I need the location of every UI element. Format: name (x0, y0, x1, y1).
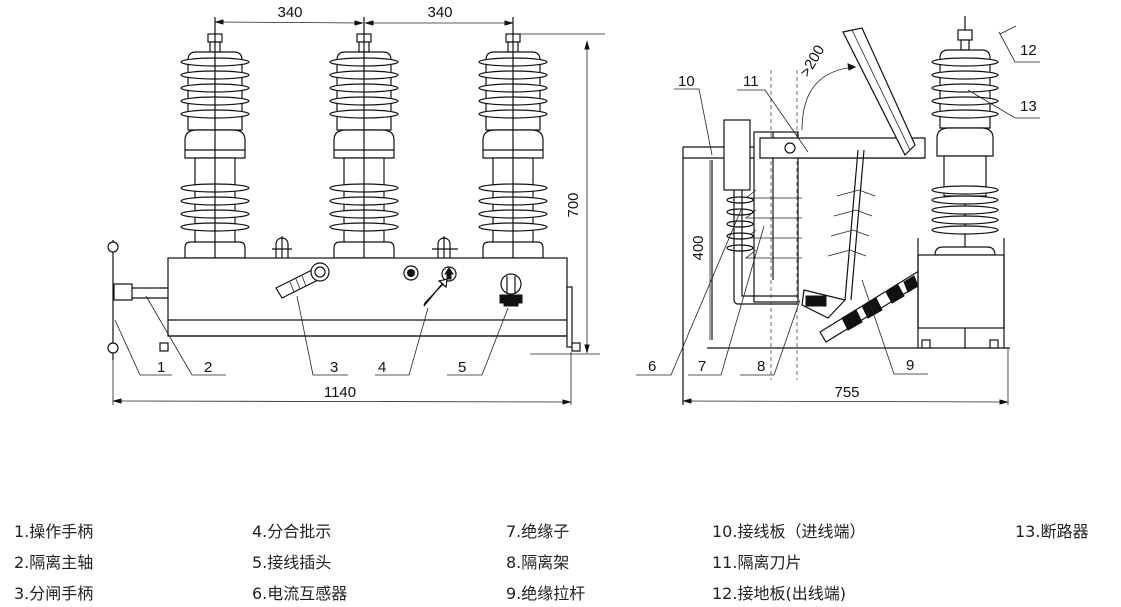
dim-depth: 755 (834, 384, 859, 401)
breaker-pole (917, 16, 1017, 349)
insulator-7 (744, 131, 802, 303)
legend-item-13: 13.断路器 (1015, 522, 1089, 541)
callout-9: 9 (906, 357, 914, 374)
legend-item-10: 10.接线板（进线端） (712, 522, 866, 541)
insulating-rod (827, 149, 876, 301)
legend-item-8: 8.隔离架 (506, 553, 570, 572)
dim-clearance: >200 (797, 42, 829, 80)
legend-item-9: 9.绝缘拉杆 (506, 584, 586, 603)
trip-handle (275, 262, 330, 299)
callout-7: 7 (698, 358, 706, 375)
legend-item-6: 6.电流互感器 (252, 584, 348, 603)
front-view: 340 340 700 (107, 4, 605, 405)
callout-8: 8 (757, 358, 765, 375)
callout-11: 11 (743, 73, 759, 90)
callout-5: 5 (458, 359, 466, 376)
pole (180, 17, 548, 265)
callout-10: 10 (678, 73, 695, 90)
isolating-blade-open (842, 27, 916, 157)
callout-13: 13 (1020, 98, 1037, 115)
incoming-terminal-board (723, 119, 751, 191)
pole-2 (329, 17, 399, 265)
callout-1: 1 (157, 359, 165, 376)
pole-3 (478, 17, 548, 265)
side-view: >200 (636, 16, 1040, 405)
current-transformer (726, 190, 798, 305)
dim-line-340-left (215, 21, 363, 24)
callout-6: 6 (648, 358, 656, 375)
legend-item-2: 2.隔离主轴 (14, 553, 94, 572)
legend-item-11: 11.隔离刀片 (712, 553, 802, 572)
dim-phase-spacing-right: 340 (427, 4, 452, 21)
dim-height: 700 (565, 192, 582, 217)
callout-3: 3 (330, 359, 338, 376)
dim-line-depth (683, 400, 1008, 403)
legend-item-1: 1.操作手柄 (14, 522, 94, 541)
callout-12: 12 (1020, 42, 1037, 59)
pole-1 (180, 17, 250, 265)
dim-side-height: 400 (690, 235, 707, 260)
legend-item-5: 5.接线插头 (252, 553, 332, 572)
callout-2: 2 (204, 359, 212, 376)
legend-item-3: 3.分闸手柄 (14, 584, 94, 603)
legend-item-7: 7.绝缘子 (506, 522, 570, 541)
legend-item-12: 12.接地板(出线端) (712, 584, 846, 603)
dim-line-width (113, 400, 571, 403)
callout-4: 4 (378, 359, 386, 376)
legend-item-4: 4.分合批示 (252, 522, 332, 541)
dim-phase-spacing-left: 340 (277, 4, 302, 21)
open-close-indicator (403, 265, 457, 307)
dim-width: 1140 (324, 384, 356, 401)
connector-plug (499, 273, 523, 307)
breaker-housing (917, 254, 1005, 329)
